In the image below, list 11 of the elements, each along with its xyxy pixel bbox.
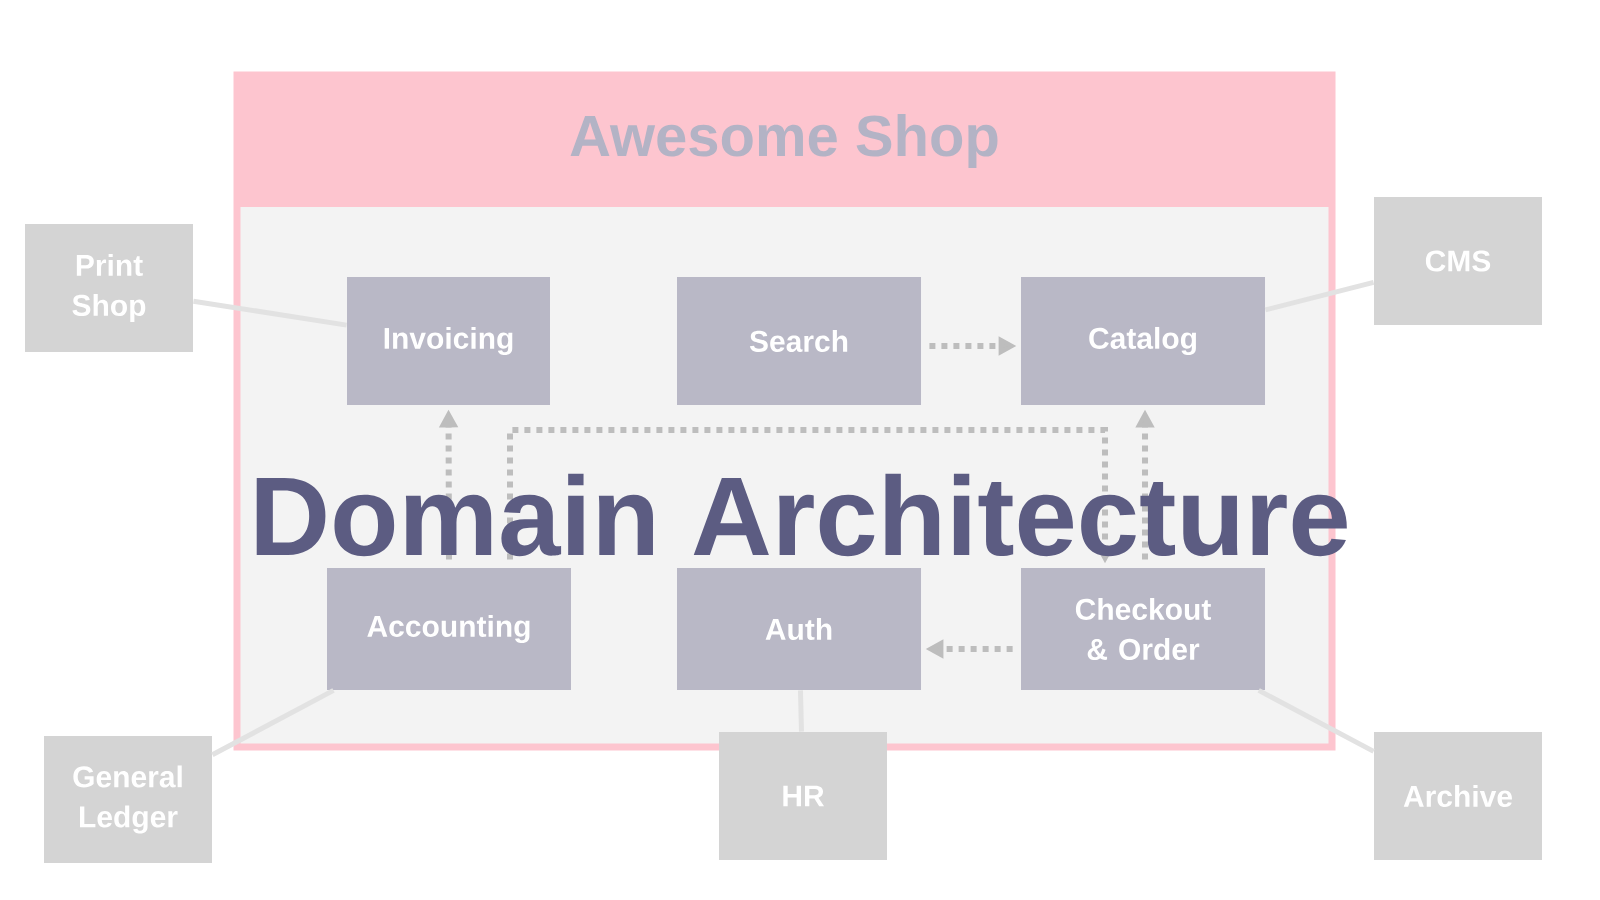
- domain-box: Checkout & Order: [1021, 568, 1265, 690]
- connector-line: [798, 690, 804, 732]
- domain-box: Accounting: [327, 568, 571, 690]
- domain-box: Search: [677, 277, 921, 405]
- connector-line: [1257, 688, 1375, 754]
- connector-line: [193, 298, 347, 328]
- domain-box: Auth: [677, 568, 921, 690]
- domain-box: Catalog: [1021, 277, 1265, 405]
- connector-line: [1264, 280, 1375, 313]
- domain-box: Invoicing: [347, 277, 550, 405]
- title: Domain Architecture: [256, 473, 1347, 557]
